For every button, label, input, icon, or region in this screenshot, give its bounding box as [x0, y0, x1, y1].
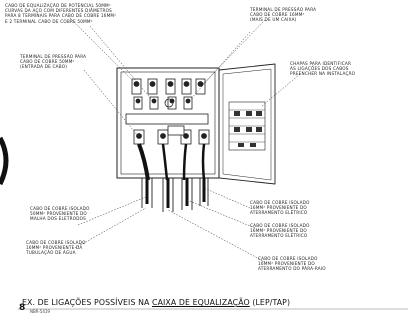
caption-prefix: EX. DE LIGAÇÕES POSSÍVEIS NA	[22, 298, 150, 307]
center-screw	[164, 98, 174, 108]
label-cable-lightning-rod: CABO DE COBRE ISOLADO 16mm² PROVENIENTE …	[258, 256, 326, 272]
bus-bar	[125, 113, 209, 125]
center-connector	[167, 125, 185, 136]
page-number: 8	[19, 303, 26, 313]
label-equalization-cable: CABO DE EQUALIZAÇÃO DE POTENCIAL 50mm² C…	[5, 3, 117, 24]
label-cable-water-pipe: CABO DE COBRE ISOLADO 16mm² PROVENIENTE …	[26, 240, 86, 256]
box-door	[218, 63, 276, 185]
caption-suffix: (LEP/TAP)	[249, 298, 291, 307]
binding-arc	[0, 136, 9, 186]
door-labels	[234, 111, 262, 147]
terminals-top	[131, 78, 206, 95]
label-pressure-terminal-50: TERMINAL DE PRESSÃO PARA CABO DE COBRE 5…	[20, 54, 87, 70]
caption-reference: NBR-5419	[30, 309, 50, 314]
label-cable-electrical-earth-1: CABO DE COBRE ISOLADO 16mm² PROVENIENTE …	[250, 200, 310, 216]
caption-underlined: CAIXA DE EQUALIZAÇÃO	[152, 298, 250, 307]
cables-inside	[137, 143, 206, 181]
conduits	[141, 178, 209, 212]
terminals-mid	[133, 96, 193, 110]
label-cable-electrical-earth-2: CABO DE COBRE ISOLADO 16mm² PROVENIENTE …	[250, 223, 310, 239]
label-identification-plates: CHAPAS PARA IDENTIFICAR AS LIGAÇÕES DOS …	[290, 61, 356, 77]
label-pressure-terminal-16: TERMINAL DE PRESSÃO PARA CABO DE COBRE 1…	[250, 7, 317, 23]
label-cable-electrodes: CABO DE COBRE ISOLADO 50mm² PROVENIENTE …	[30, 206, 90, 222]
leader-lines	[69, 17, 301, 263]
figure-caption: EX. DE LIGAÇÕES POSSÍVEIS NA CAIXA DE EQ…	[22, 298, 290, 307]
conduit-cables	[145, 178, 206, 208]
